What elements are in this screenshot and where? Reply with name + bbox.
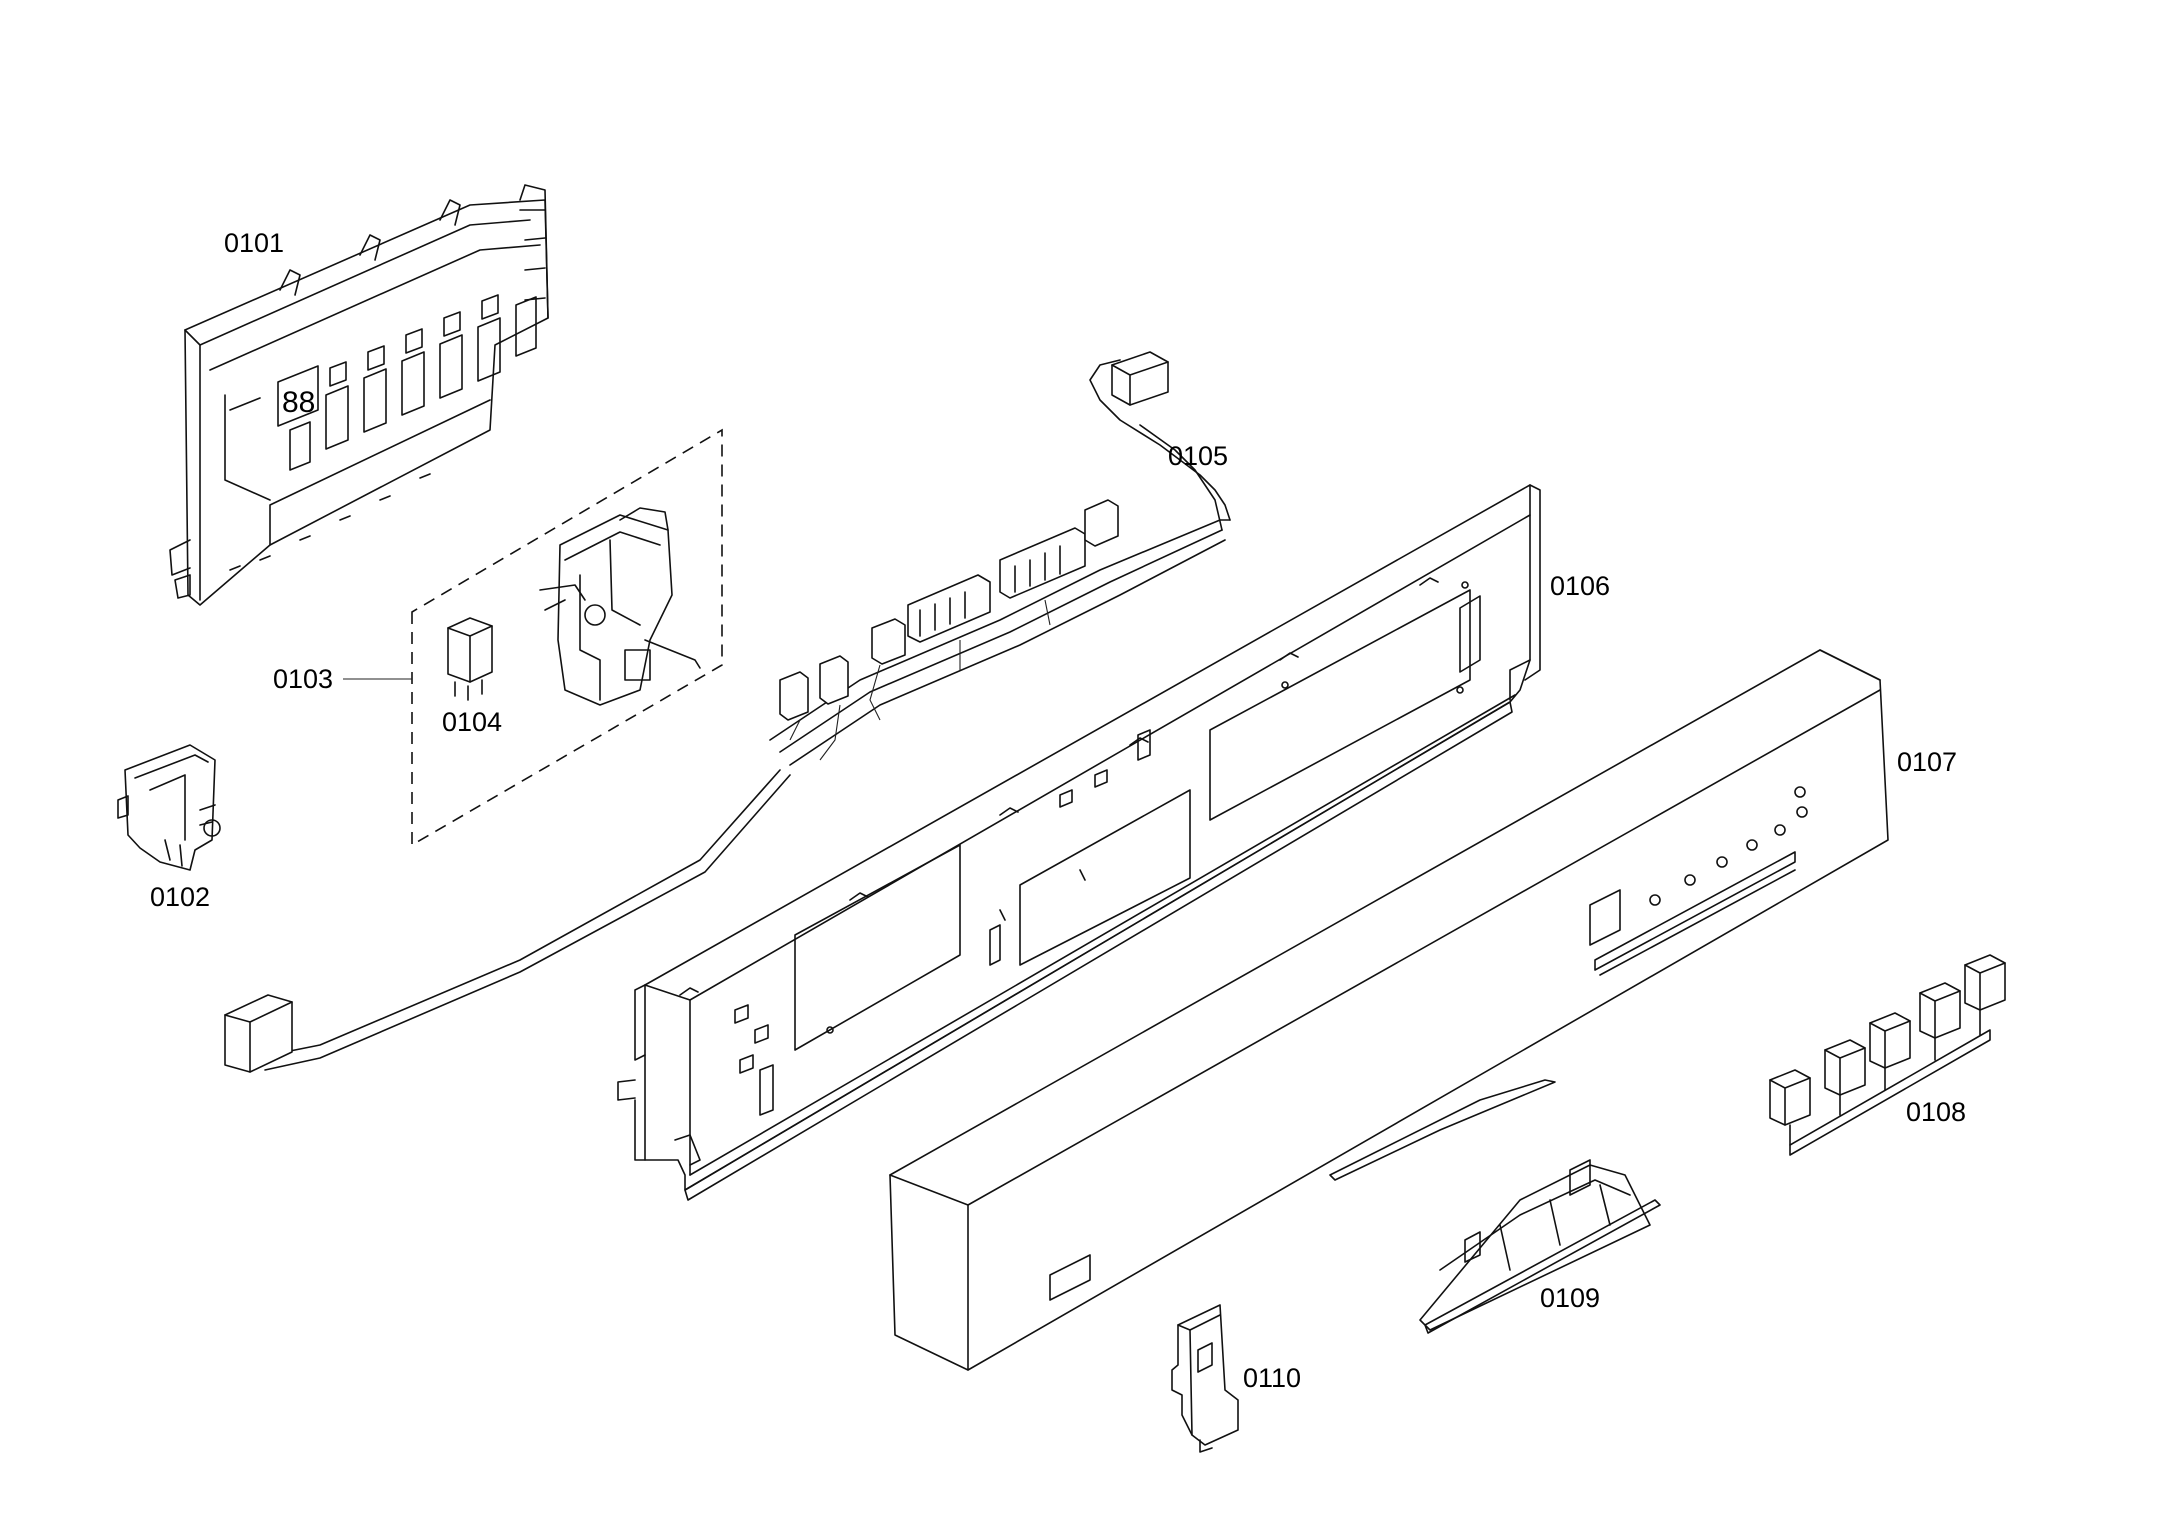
part-0106-inner-panel[interactable] <box>617 484 1541 1201</box>
label-0102: 0102 <box>150 882 210 912</box>
control-module-button-slots <box>289 294 537 471</box>
part-0101-control-module[interactable]: 88 <box>169 184 549 606</box>
part-0107-front-fascia[interactable] <box>889 649 1889 1371</box>
door-lock-assembly[interactable] <box>539 507 701 706</box>
harness-connectors <box>779 499 1119 721</box>
part-0110-clip[interactable] <box>1171 1304 1239 1453</box>
label-0103: 0103 <box>273 664 333 694</box>
part-0105-wiring-harness[interactable] <box>224 351 1231 1073</box>
label-0105: 0105 <box>1168 441 1228 471</box>
part-0102-switch[interactable] <box>117 744 221 871</box>
part-0104-small-component[interactable] <box>447 617 493 701</box>
display-digits: 88 <box>282 386 315 419</box>
label-0101: 0101 <box>224 228 284 258</box>
part-0109-handle[interactable] <box>1419 1159 1661 1334</box>
part-0103-group-box[interactable] <box>343 428 723 847</box>
part-0108-button-set[interactable] <box>1769 954 2006 1156</box>
label-0108: 0108 <box>1906 1097 1966 1127</box>
label-0110: 0110 <box>1243 1363 1301 1393</box>
label-0104: 0104 <box>442 707 502 737</box>
label-0107: 0107 <box>1897 747 1957 777</box>
part-labels: 0101 0102 0103 0104 0105 0106 0107 0108 … <box>150 228 1966 1393</box>
label-0109: 0109 <box>1540 1283 1600 1313</box>
label-0106: 0106 <box>1550 571 1610 601</box>
